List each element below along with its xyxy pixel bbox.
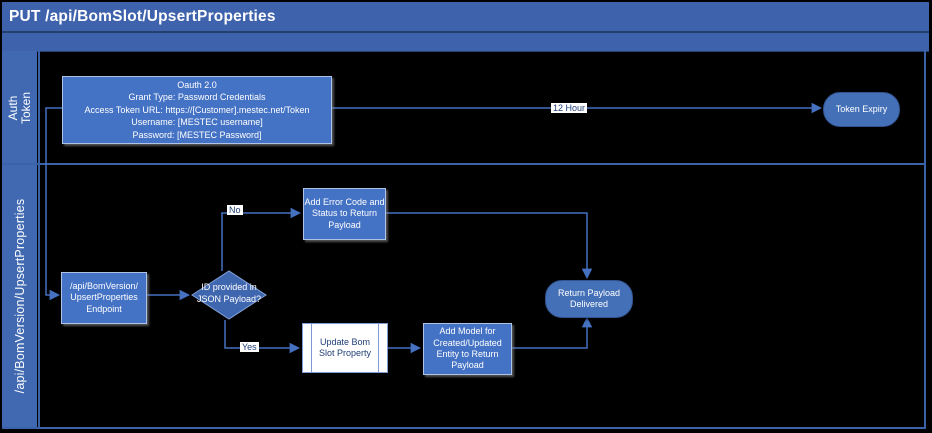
- lane-strip-api-bomversion: [2, 164, 37, 427]
- connector-error-to-return: [384, 212, 593, 280]
- decision-diamond: [191, 270, 267, 320]
- connector-auth-to-endpoint: [45, 107, 62, 301]
- token-expiry-terminator: Token Expiry: [823, 92, 900, 127]
- add-model-box: Add Model for Created/Updated Entity to …: [423, 323, 512, 375]
- add-error-code-label: Add Error Code and Status to Return Payl…: [304, 197, 385, 230]
- token-expiry-label: Token Expiry: [835, 103, 888, 114]
- edge-label-no: No: [227, 205, 243, 215]
- page-title: PUT /api/BomSlot/UpsertProperties: [9, 7, 276, 25]
- auth-line-username: Username: [MESTEC username]: [131, 117, 263, 128]
- add-model-label: Add Model for Created/Updated Entity to …: [433, 326, 502, 371]
- auth-line-oauth: Oauth 2.0: [177, 79, 217, 90]
- diagram-title-bar: PUT /api/BomSlot/UpsertProperties: [2, 2, 929, 33]
- update-bom-slot-subprocess: Update Bom Slot Property: [302, 323, 388, 373]
- connector-decision-yes-to-update: [224, 320, 301, 354]
- frame-bottom-line: [2, 427, 925, 429]
- auth-line-password: Password: [MESTEC Password]: [132, 129, 262, 140]
- phase-band: [2, 33, 929, 52]
- edge-label-12-hour: 12 Hour: [551, 103, 588, 113]
- connector-decision-no-to-error: [221, 207, 302, 271]
- auth-line-token-url: Access Token URL: https://[Customer].mes…: [84, 104, 310, 115]
- endpoint-box: /api/BomVersion/ UpsertProperties Endpoi…: [61, 272, 147, 324]
- add-error-code-box: Add Error Code and Status to Return Payl…: [303, 188, 386, 240]
- connector-addmodel-to-return: [510, 316, 593, 349]
- frame-right-line: [924, 51, 926, 429]
- edge-label-yes: Yes: [240, 342, 259, 352]
- endpoint-line-1: /api/BomVersion/: [69, 281, 139, 291]
- auth-line-grant-type: Grant Type: Password Credentials: [128, 92, 266, 103]
- endpoint-line-3: Endpoint: [86, 303, 122, 314]
- lane-strip-edge-line: [38, 51, 40, 428]
- decision-label: ID provided in JSON Payload?: [196, 282, 262, 304]
- lane-strip-auth-token: [2, 51, 37, 163]
- return-payload-label: Return Payload Delivered: [557, 287, 621, 309]
- lane-separator-line: [2, 163, 925, 165]
- return-payload-terminator: Return Payload Delivered: [545, 280, 633, 318]
- endpoint-line-2: UpsertProperties: [70, 292, 138, 303]
- update-bom-slot-label: Update Bom Slot Property: [318, 336, 372, 358]
- auth-details-box: Oauth 2.0 Grant Type: Password Credentia…: [62, 76, 332, 144]
